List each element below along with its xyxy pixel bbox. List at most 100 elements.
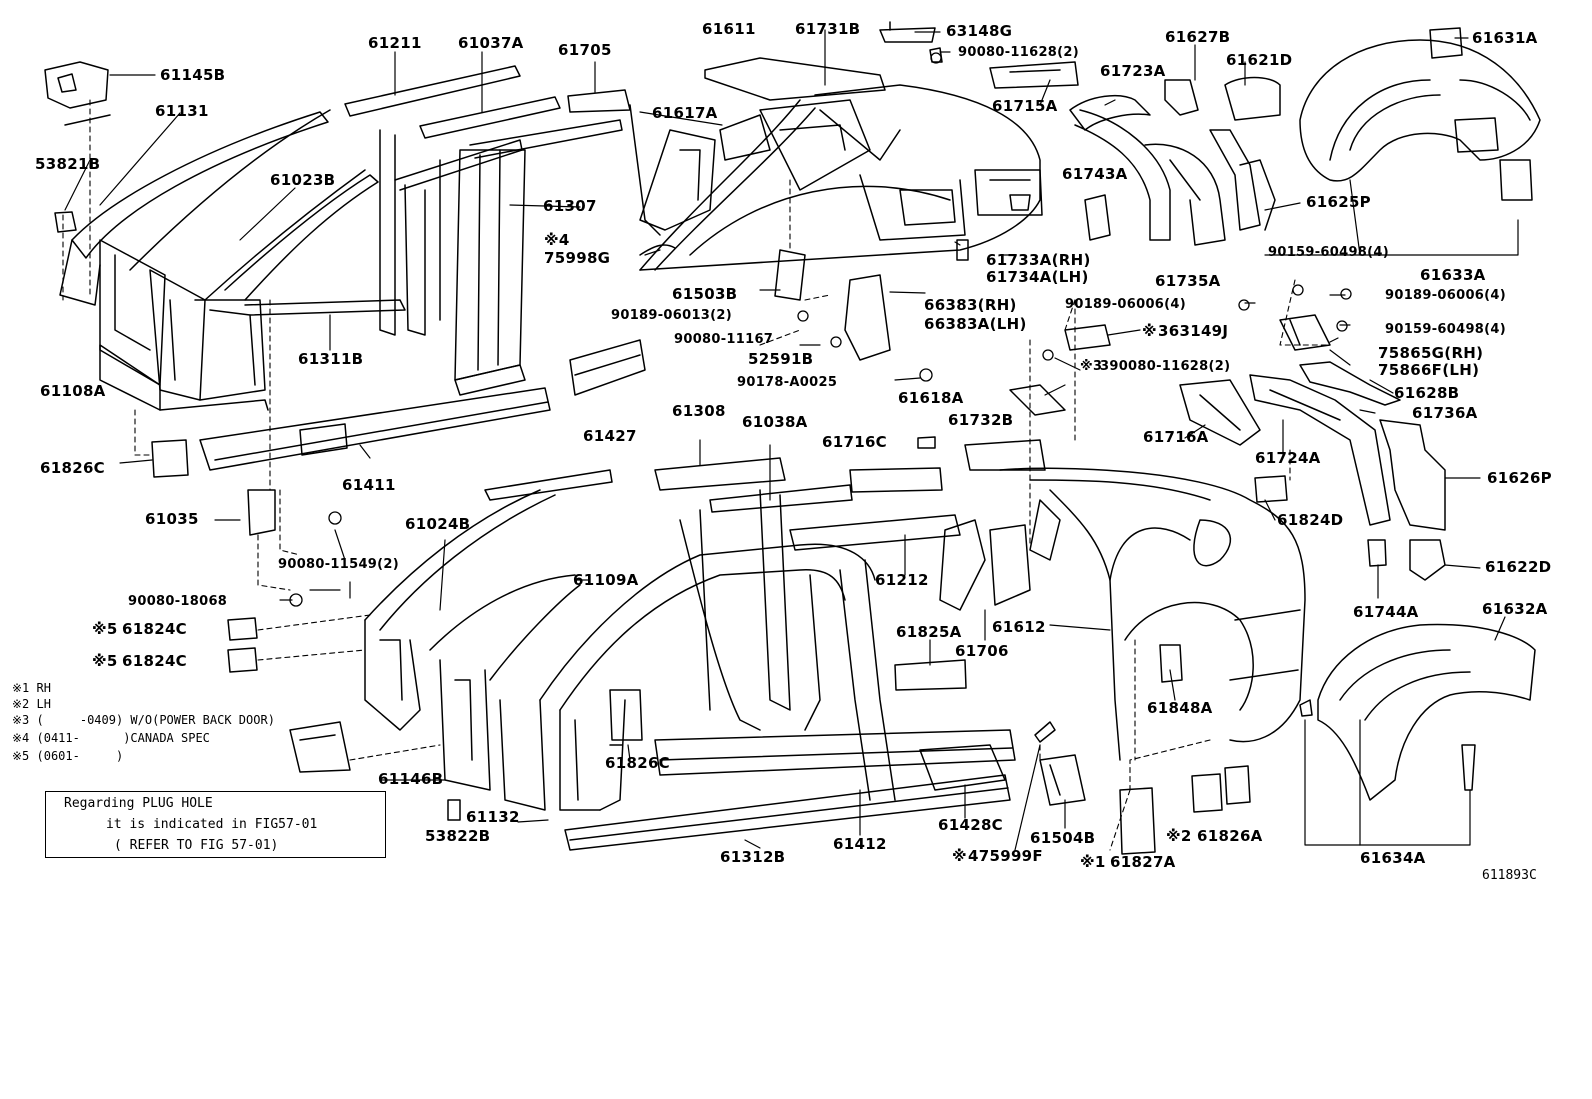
part-label-90159-60498-a: 90159-60498(4) (1268, 245, 1389, 260)
mark-5-a: ※5 (92, 620, 118, 638)
side-outer-panel-drawing (289, 457, 1016, 851)
part-label-61735a: 61735A (1155, 272, 1221, 290)
part-label-61622d: 61622D (1485, 558, 1552, 576)
part-label-61146b: 61146B (378, 770, 444, 788)
part-label-61706: 61706 (955, 642, 1009, 660)
part-label-53822b: 53822B (425, 827, 491, 845)
part-label-61734a: 61734A(LH) (986, 268, 1089, 286)
part-label-61724a: 61724A (1255, 449, 1321, 467)
part-label-61023b: 61023B (270, 171, 336, 189)
part-label-61037a: 61037A (458, 34, 524, 52)
plug-pads-drawing (54, 211, 936, 673)
part-label-61307: 61307 (543, 197, 597, 215)
b-pillar-roof-rails-drawing (199, 65, 661, 471)
mark-363149j: ※ (1142, 322, 1157, 340)
part-label-61428c: 61428C (938, 816, 1003, 834)
mark-2-826a: ※2 (1166, 827, 1192, 845)
part-label-61503b: 61503B (672, 285, 738, 303)
part-label-90080-18068: 90080-18068 (128, 594, 228, 609)
part-label-61826c-mid: 61826C (605, 754, 670, 772)
part-label-75865g: 75865G(RH) (1378, 344, 1484, 362)
part-label-53821b: 53821B (35, 155, 101, 173)
part-label-61848a: 61848A (1147, 699, 1213, 717)
part-label-75999f: 475999F (968, 847, 1043, 865)
plug-note-line2: it is indicated in FIG57-01 (106, 817, 318, 832)
figure-code: 611893C (1482, 868, 1537, 883)
part-label-61732b: 61732B (948, 411, 1014, 429)
front-body-pillar-drawing (44, 61, 406, 411)
part-label-61611: 61611 (702, 20, 756, 38)
part-label-61705: 61705 (558, 41, 612, 59)
part-label-61827a: 61827A (1110, 853, 1176, 871)
part-label-61024b: 61024B (405, 515, 471, 533)
part-label-61825a: 61825A (896, 623, 962, 641)
part-label-90159-60498-b: 90159-60498(4) (1385, 322, 1506, 337)
part-label-90189-06013: 90189-06013(2) (611, 308, 732, 323)
part-label-61633a: 61633A (1420, 266, 1486, 284)
part-label-90080-11167: 90080-11167 (674, 332, 774, 347)
part-label-61132: 61132 (466, 808, 520, 826)
part-label-61634a: 61634A (1360, 849, 1426, 867)
part-label-61716c: 61716C (822, 433, 887, 451)
part-label-90189-06006-a: 90189-06006(4) (1065, 297, 1186, 312)
part-label-61311b: 61311B (298, 350, 364, 368)
part-label-63148g: 63148G (946, 22, 1013, 40)
part-label-61308: 61308 (672, 402, 726, 420)
part-label-61628b: 61628B (1394, 384, 1460, 402)
part-label-61145b: 61145B (160, 66, 226, 84)
fasteners (289, 52, 1352, 607)
mark-5-b: ※5 (92, 652, 118, 670)
part-label-61108a: 61108A (40, 382, 106, 400)
mark-4-bottom: ※ (952, 847, 967, 865)
part-label-61131: 61131 (155, 102, 209, 120)
part-label-61631a: 61631A (1472, 29, 1538, 47)
part-label-61744a: 61744A (1353, 603, 1419, 621)
part-label-75998g: 75998G (544, 249, 611, 267)
part-label-90178-a0025: 90178-A0025 (737, 375, 838, 390)
part-label-61411: 61411 (342, 476, 396, 494)
part-label-61504b: 61504B (1030, 829, 1096, 847)
plug-note-line1: Regarding PLUG HOLE (64, 796, 213, 811)
part-label-61621d: 61621D (1226, 51, 1293, 69)
part-label-61109a: 61109A (573, 571, 639, 589)
part-label-66383: 66383(RH) (924, 296, 1017, 314)
part-label-61733a: 61733A(RH) (986, 251, 1091, 269)
part-label-61625p: 61625P (1306, 193, 1371, 211)
part-label-61824d: 61824D (1277, 511, 1344, 529)
part-label-61626p: 61626P (1487, 469, 1552, 487)
part-label-90080-11628-mid: 390080-11628(2) (1100, 359, 1231, 374)
part-label-61826a: 61826A (1197, 827, 1263, 845)
part-label-61731b: 61731B (795, 20, 861, 38)
mark-3-mid: ※3 (1080, 359, 1103, 374)
part-label-52591b: 52591B (748, 350, 814, 368)
part-label-75866f: 75866F(LH) (1378, 361, 1480, 379)
part-label-61824c-2: 61824C (122, 652, 187, 670)
part-label-61427: 61427 (583, 427, 637, 445)
note-lh: ※2 LH (12, 697, 51, 711)
part-label-90080-11549: 90080-11549(2) (278, 557, 399, 572)
part-label-61612: 61612 (992, 618, 1046, 636)
rear-wheel-housing-upper-drawing (956, 27, 1541, 261)
part-label-61824c-1: 61824C (122, 620, 187, 638)
part-label-90189-06006-b: 90189-06006(4) (1385, 288, 1506, 303)
mark-1-827a: ※1 (1080, 853, 1106, 871)
note-canada-spec: ※4 (0411- )CANADA SPEC (12, 731, 210, 745)
mark-4-top: ※4 (544, 231, 570, 249)
rear-quarter-panel-outer-drawing (939, 439, 1536, 855)
plug-note-line3: ( REFER TO FIG 57-01) (114, 838, 279, 853)
leader-lines (64, 29, 1519, 851)
part-label-61618a: 61618A (898, 389, 964, 407)
part-label-66383a: 66383A(LH) (924, 315, 1027, 333)
part-label-90080-11628-top: 90080-11628(2) (958, 45, 1079, 60)
note-rh: ※1 RH (12, 681, 51, 695)
part-label-61826c-top: 61826C (40, 459, 105, 477)
part-label-61617a: 61617A (652, 104, 718, 122)
part-label-61736a: 61736A (1412, 404, 1478, 422)
part-label-61632a: 61632A (1482, 600, 1548, 618)
part-label-61035: 61035 (145, 510, 199, 528)
part-label-61412: 61412 (833, 835, 887, 853)
part-label-61716a: 61716A (1143, 428, 1209, 446)
part-label-363149j: 363149J (1158, 322, 1229, 340)
